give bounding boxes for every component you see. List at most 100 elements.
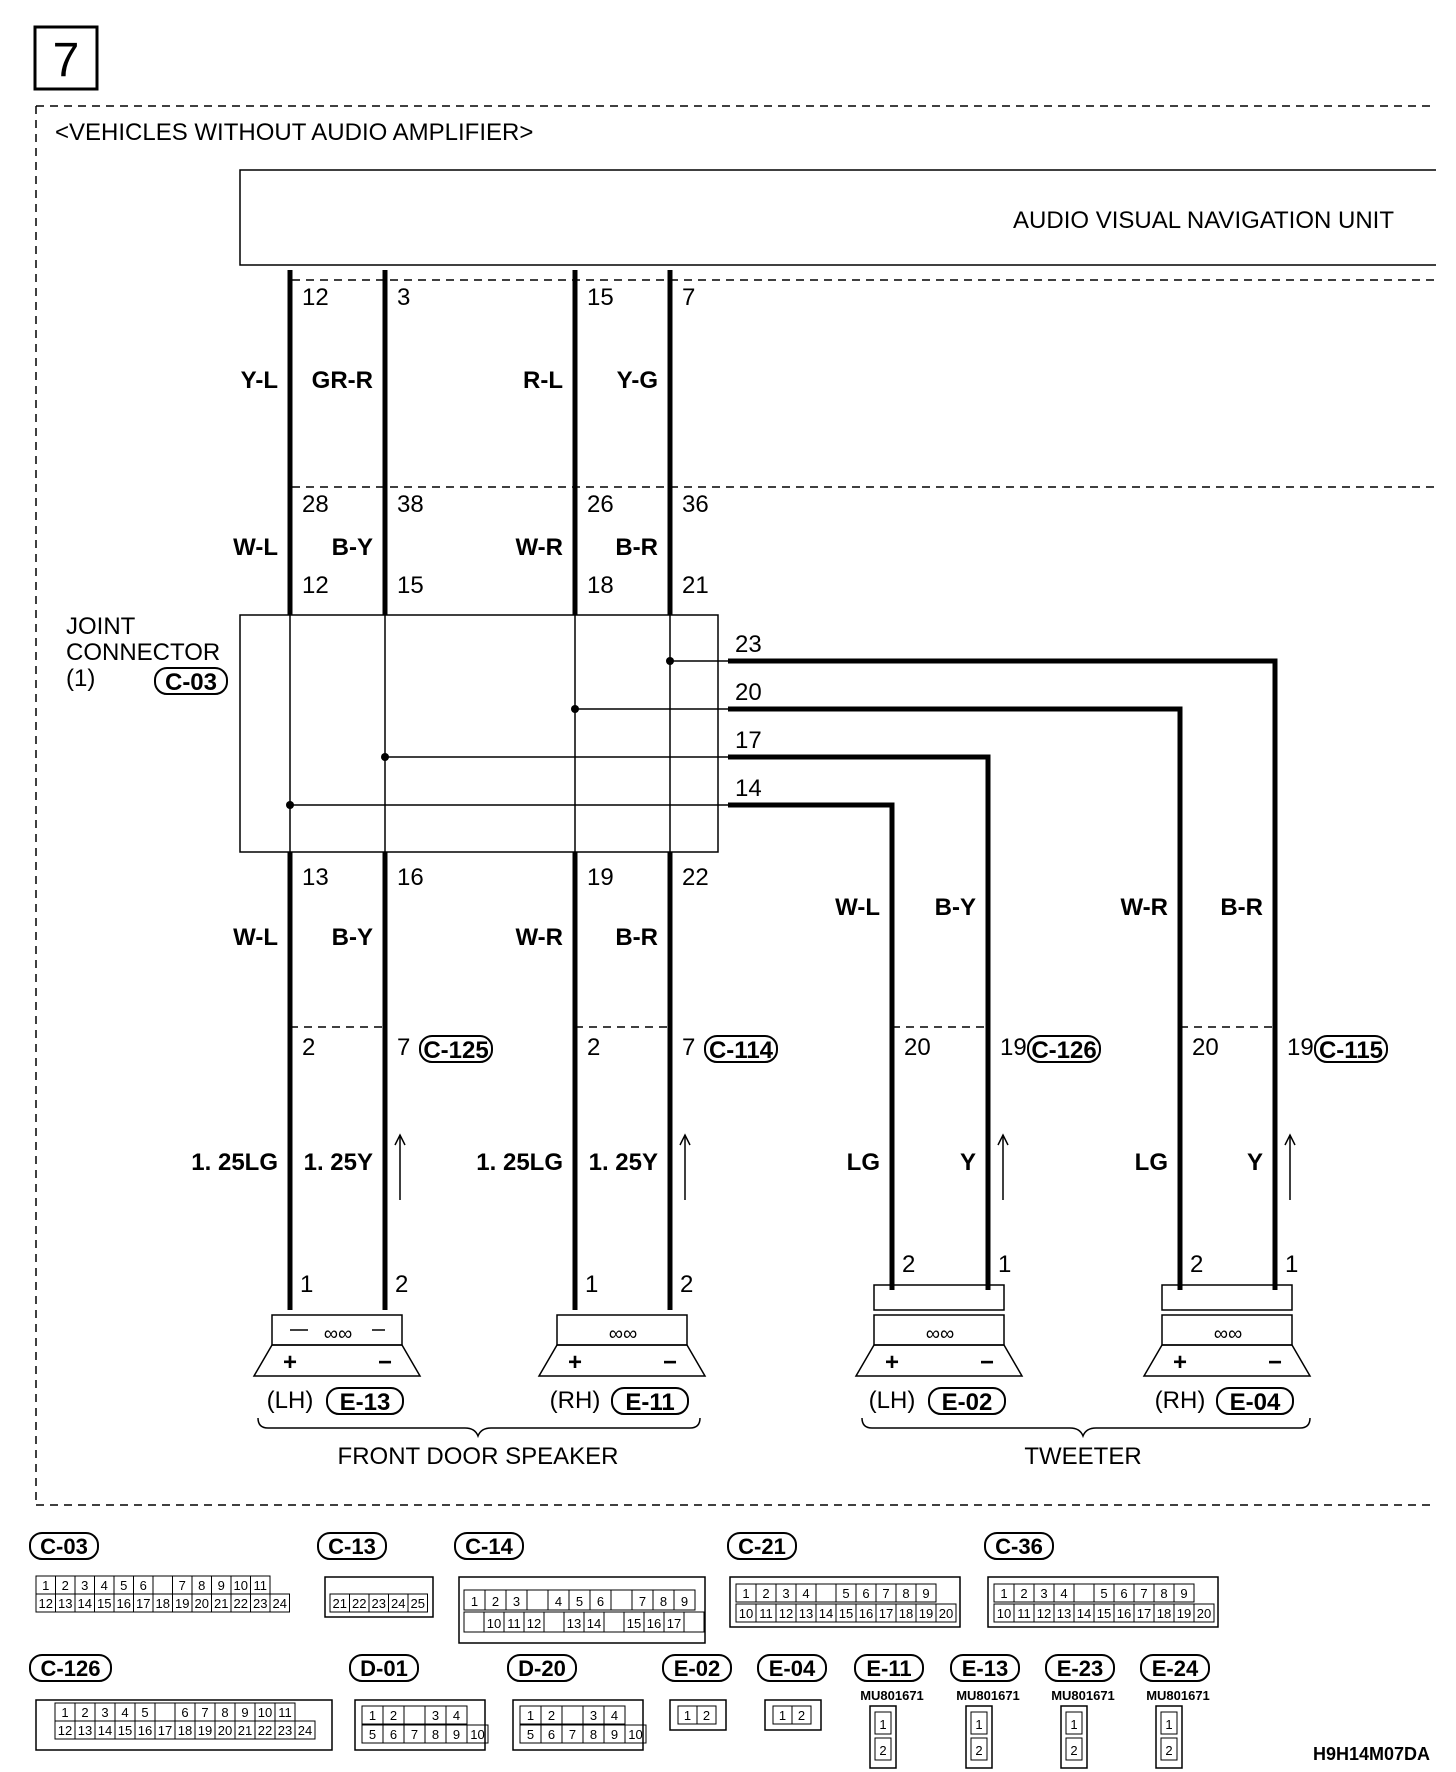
c21-bottom-cell: 15 [839,1606,853,1621]
d01-top-cell: 4 [453,1708,460,1723]
e02-cell: 1 [684,1708,691,1723]
top-pin-4: 7 [682,284,695,311]
device-pin-7: 2 [1190,1251,1203,1278]
conn-pin-5: 20 [904,1034,931,1061]
c36-top-cell: 8 [1160,1586,1167,1601]
c14-bottom-cell: 13 [567,1616,581,1631]
c126-top-cell: 9 [241,1705,248,1720]
d20-bottom-cell: 9 [611,1727,618,1742]
harness-color-7: LG [1135,1149,1168,1176]
c126-bottom-cell: 16 [138,1723,152,1738]
device-code-1: E-13 [340,1389,391,1416]
conn-code-badge-2 [704,1035,778,1063]
legend-code-e04: E-04 [769,1656,816,1681]
c14-top-cell: 8 [660,1594,667,1609]
joint-connector-label-2: CONNECTOR [66,639,220,666]
c03-top-cell: 2 [62,1578,69,1593]
av-nav-unit-box [239,169,1436,266]
device-side-1: (LH) [267,1387,314,1414]
c14-top-cell: 2 [492,1594,499,1609]
c03-bottom-cell: 23 [253,1596,267,1611]
conn-code-badge-3 [1027,1035,1101,1063]
c36-top-cell: 6 [1120,1586,1127,1601]
c14-top-cell: 1 [471,1594,478,1609]
legend-code-d01: D-01 [360,1656,408,1681]
legend-vpin-cell: 2 [975,1743,982,1758]
c21-bottom-cell: 20 [939,1606,953,1621]
c36-bottom-cell: 12 [1037,1606,1051,1621]
c126-top-cell: 7 [201,1705,208,1720]
tweeter-symbol-2: ∞∞ + − [1142,1284,1312,1377]
d20-bottom-cell: 10 [628,1727,642,1742]
legend-vpin-cell: 1 [1165,1717,1172,1732]
conn-pin-4: 7 [682,1034,695,1061]
device-code-2: E-11 [625,1389,674,1416]
c126-bottom-cell: 14 [98,1723,112,1738]
legend-vpin-cell: 1 [879,1717,886,1732]
mid-pin-1: 28 [302,491,329,518]
legend-part-number: MU801671 [1146,1688,1210,1703]
c03-top-cell: 3 [81,1578,88,1593]
jc-top-pin-3: 18 [587,572,614,599]
d20-top-cell: 1 [527,1708,534,1723]
c36-bottom-cell: 14 [1077,1606,1091,1621]
c03-bottom-cell: 17 [136,1596,150,1611]
page-number-box [33,25,99,91]
c126-bottom-cell: 23 [278,1723,292,1738]
c03-top-cell: 1 [42,1578,49,1593]
c126-bottom-cell: 19 [198,1723,212,1738]
harness-color-2: 1. 25Y [304,1149,373,1176]
c03-bottom-cell: 24 [273,1596,287,1611]
c126-bottom-cell: 13 [78,1723,92,1738]
c14-top-cell: 7 [639,1594,646,1609]
legend-code-e13: E-13 [962,1656,1008,1681]
svg-text:∞∞: ∞∞ [324,1323,353,1345]
legend-code-c126: C-126 [41,1656,101,1681]
c36-top-cell: 4 [1060,1586,1067,1601]
c21-top-cell: 5 [842,1586,849,1601]
svg-text:∞∞: ∞∞ [926,1323,955,1345]
c03-bottom-cell: 15 [97,1596,111,1611]
low-color-3: W-R [516,924,564,951]
device-code-4: E-04 [1230,1389,1281,1416]
c21-top-cell: 7 [882,1586,889,1601]
c36-top-cell: 2 [1020,1586,1027,1601]
jc-top-pin-2: 15 [397,572,424,599]
c13-cell: 22 [352,1596,366,1611]
c14-bottom-cell: 15 [627,1616,641,1631]
c126-bottom-cell: 17 [158,1723,172,1738]
d01-bottom-cell: 10 [470,1727,484,1742]
conn-pin-3: 2 [587,1034,600,1061]
c03-bottom-cell: 22 [234,1596,248,1611]
c36-bottom-cell: 20 [1197,1606,1211,1621]
c21-top-cell: 8 [902,1586,909,1601]
c126-top-cell: 10 [258,1705,272,1720]
c21-bottom-cell: 12 [779,1606,793,1621]
conn-code-3: C-126 [1031,1037,1096,1064]
c03-top-cell: 5 [120,1578,127,1593]
c126-bottom-cell: 22 [258,1723,272,1738]
speaker-symbol-2: ∞∞ + − [537,1314,707,1377]
c03-top-cell: 9 [218,1578,225,1593]
c03-top-cell: 8 [198,1578,205,1593]
top-color-4: Y-G [617,367,658,394]
d20-bottom-cell: 7 [569,1727,576,1742]
c126-bottom-cell: 24 [298,1723,312,1738]
c21-bottom-cell: 18 [899,1606,913,1621]
device-pin-8: 1 [1285,1251,1298,1278]
legend-vpin-cell: 2 [1070,1743,1077,1758]
speaker-symbol-1: ∞∞ + − [252,1314,422,1377]
jc-right-pin-1: 23 [735,631,762,658]
c126-top-cell: 8 [221,1705,228,1720]
d20-top-cell: 3 [590,1708,597,1723]
conn-pin-2: 7 [397,1034,410,1061]
harness-color-5: LG [847,1149,880,1176]
d20-bottom-cell: 6 [548,1727,555,1742]
c13-cell: 21 [333,1596,347,1611]
device-side-4: (RH) [1155,1387,1206,1414]
c14-top-cell: 4 [555,1594,562,1609]
c21-bottom-cell: 16 [859,1606,873,1621]
legend-vpin-cell: 1 [975,1717,982,1732]
